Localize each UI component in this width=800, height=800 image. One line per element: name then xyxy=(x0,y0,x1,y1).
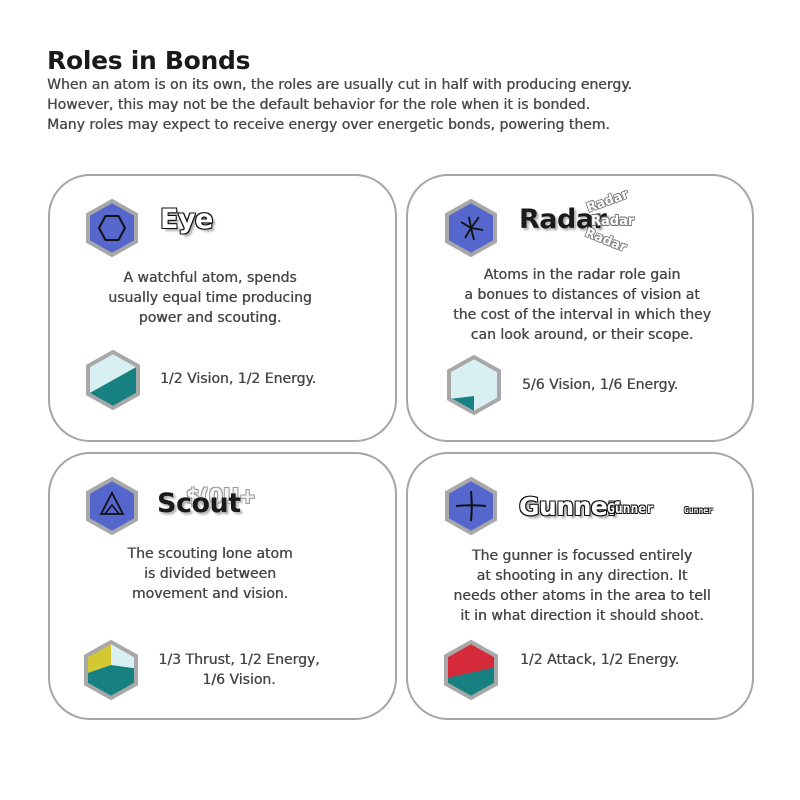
mountain-triangle-icon xyxy=(86,476,138,536)
description-line: usually equal time producing xyxy=(108,290,312,306)
role-title: Scout xyxy=(157,488,241,519)
role-ratio: 1/2 Attack, 1/2 Energy. xyxy=(520,650,679,670)
intro-section: Roles in Bonds When an atom is on its ow… xyxy=(47,46,632,135)
description-line: power and scouting. xyxy=(138,310,282,326)
gunner-echo-text: Gunner xyxy=(684,506,713,515)
role-ratio: 1/2 Vision, 1/2 Energy. xyxy=(160,369,316,389)
description-line: movement and vision. xyxy=(131,586,289,602)
ratio-line: 5/6 Vision, 1/6 Energy. xyxy=(522,377,679,393)
description-line: The scouting lone atom xyxy=(127,546,293,562)
intro-line: Many roles may expect to receive energy … xyxy=(47,117,610,133)
ratio-line: 1/3 Thrust, 1/2 Energy, xyxy=(158,652,320,668)
crosshair-icon xyxy=(445,476,497,536)
description-line: the cost of the interval in which they xyxy=(453,307,711,323)
eye-hexagon-icon xyxy=(86,198,138,258)
page-title: Roles in Bonds xyxy=(47,46,251,75)
attack-energy-split-icon xyxy=(444,639,498,701)
radar-echo-text: Radar xyxy=(584,187,631,216)
scout-echo-text: $(0U+ xyxy=(186,484,256,508)
description-line: a bonues to distances of vision at xyxy=(464,287,700,303)
intro-text: When an atom is on its own, the roles ar… xyxy=(47,75,632,135)
role-title: Radar xyxy=(519,204,607,235)
role-ratio: 1/3 Thrust, 1/2 Energy, 1/6 Vision. xyxy=(154,650,324,690)
description-line: can look around, or their scope. xyxy=(470,327,694,343)
vision-energy-split-icon xyxy=(86,349,140,411)
role-description: The scouting lone atom is divided betwee… xyxy=(110,544,310,604)
ratio-line: 1/2 Attack, 1/2 Energy. xyxy=(520,652,680,668)
role-title: Gunner xyxy=(519,492,620,521)
role-card-eye: Eye A watchful atom, spends usually equa… xyxy=(48,174,397,442)
role-title: Eye xyxy=(160,204,213,235)
role-card-radar: Radar Radar Radar Radar Atoms in the rad… xyxy=(406,174,754,442)
description-line: at shooting in any direction. It xyxy=(476,568,688,584)
description-line: The gunner is focussed entirely xyxy=(471,548,693,564)
role-description: Atoms in the radar role gain a bonues to… xyxy=(437,265,727,345)
ratio-line: 1/6 Vision. xyxy=(202,672,276,688)
role-description: The gunner is focussed entirely at shoot… xyxy=(437,546,727,626)
thrust-energy-vision-split-icon xyxy=(84,639,138,701)
vision-energy-split-icon xyxy=(447,354,501,416)
gunner-echo-text: Gunner xyxy=(607,502,654,517)
ratio-line: 1/2 Vision, 1/2 Energy. xyxy=(160,371,317,387)
description-line: needs other atoms in the area to tell xyxy=(453,588,711,604)
role-card-scout: $(0U+ Scout The scouting lone atom is di… xyxy=(48,452,397,720)
description-line: Atoms in the radar role gain xyxy=(483,267,681,283)
radar-star-icon xyxy=(445,198,497,258)
radar-echo-text: Radar xyxy=(591,214,635,229)
description-line: is divided between xyxy=(144,566,276,582)
description-line: A watchful atom, spends xyxy=(123,270,297,286)
intro-line: However, this may not be the default beh… xyxy=(47,97,590,113)
description-line: it in what direction it should shoot. xyxy=(460,608,704,624)
role-ratio: 5/6 Vision, 1/6 Energy. xyxy=(522,375,678,395)
intro-line: When an atom is on its own, the roles ar… xyxy=(47,77,632,93)
role-description: A watchful atom, spends usually equal ti… xyxy=(90,268,330,328)
role-card-gunner: Gunner Gunner Gunner The gunner is focus… xyxy=(406,452,754,720)
